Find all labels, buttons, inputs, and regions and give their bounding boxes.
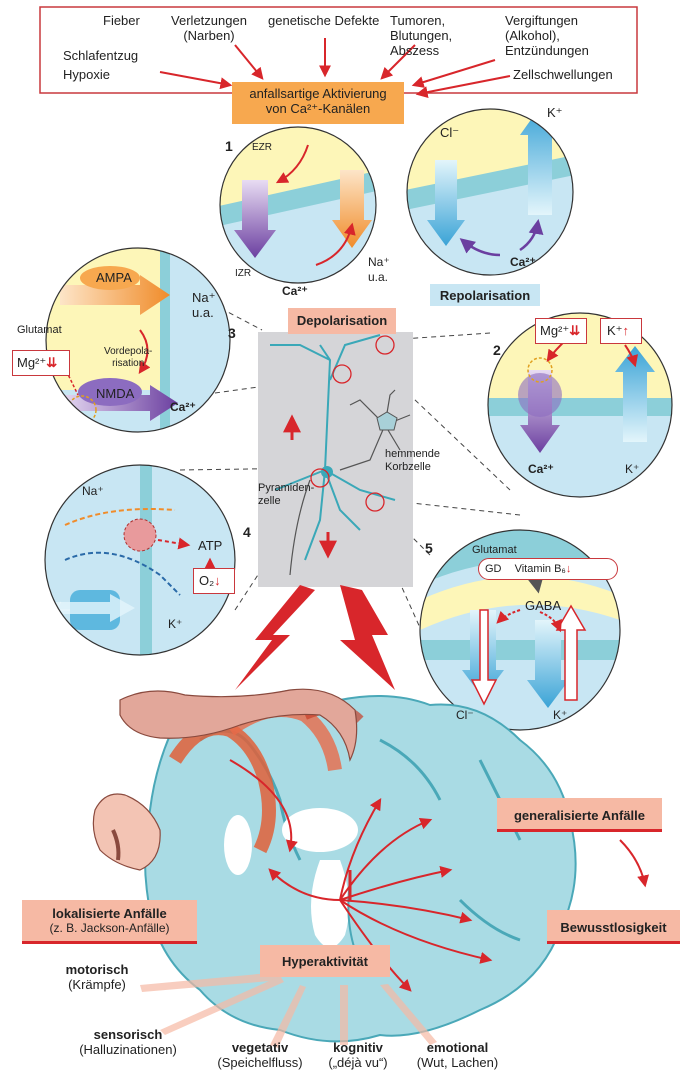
- panel3-circle: [45, 248, 240, 440]
- motorisch-block: motorisch (Krämpfe): [52, 962, 142, 992]
- emotional-sub: (Wut, Lachen): [405, 1055, 510, 1070]
- panel4-number: 4: [243, 524, 251, 540]
- panel2-number: 2: [493, 342, 501, 358]
- panel3-nmda: NMDA: [96, 386, 134, 401]
- panel3-vordepol: Vordepola- risation: [104, 346, 152, 370]
- depolarisation-label: Depolarisation: [288, 308, 396, 334]
- cause-zellschwellungen: Zellschwellungen: [513, 67, 613, 82]
- panel1b-circle: [405, 105, 575, 280]
- decrease-arrows-icon: ⇊: [569, 323, 580, 338]
- panel5-vitamin: Vitamin B₆: [515, 563, 566, 575]
- kognitiv-label: kognitiv: [318, 1040, 398, 1055]
- panel3-mg: Mg²⁺: [17, 355, 46, 370]
- repolarisation-label: Repolarisation: [430, 284, 540, 306]
- panel3-number: 3: [228, 325, 236, 341]
- lokalisiert-sub: (z. B. Jackson-Anfälle): [22, 921, 197, 936]
- bewusstlos-label: Bewusstlosigkeit: [547, 910, 680, 944]
- panel1-number: 1: [225, 138, 233, 154]
- cause-schlafentzug: Schlafentzug: [63, 48, 138, 63]
- kognitiv-sub: („déjà vu“): [318, 1055, 398, 1070]
- panel1-izr: IZR: [235, 268, 251, 279]
- panel1-na: Na⁺ u.a.: [368, 255, 390, 285]
- panel3-na: Na⁺ u.a.: [192, 290, 215, 320]
- emotional-block: emotional (Wut, Lachen): [405, 1040, 510, 1070]
- panel5-glutamat: Glutamat: [472, 544, 517, 556]
- cause-vergiftungen: Vergiftungen (Alkohol), Entzündungen: [505, 13, 605, 58]
- repol-cl: Cl⁻: [440, 125, 459, 141]
- panel5-number: 5: [425, 540, 433, 556]
- emotional-label: emotional: [405, 1040, 510, 1055]
- motorisch-label: motorisch: [52, 962, 142, 977]
- panel2-k-box: K⁺↑: [600, 318, 642, 344]
- korbzelle-label: hemmende Korbzelle: [385, 448, 440, 474]
- decrease-arrow-icon: ↓: [566, 563, 572, 575]
- panel3-ampa: AMPA: [96, 270, 132, 285]
- generalisiert-label: generalisierte Anfälle: [497, 798, 662, 832]
- panel5-enzyme-box: GD Vitamin B₆↓: [478, 558, 618, 580]
- cause-verletzungen: Verletzungen (Narben): [163, 13, 255, 43]
- panel4-o2-box: O₂↓: [193, 568, 235, 594]
- panel3-glutamat: Glutamat: [17, 324, 62, 336]
- sensorisch-label: sensorisch: [68, 1027, 188, 1042]
- motorisch-sub: (Krämpfe): [52, 977, 142, 992]
- panel5-gaba: GABA: [525, 598, 561, 613]
- cause-tumoren: Tumoren, Blutungen, Abszess: [390, 13, 470, 58]
- brain-graphic: [145, 690, 576, 1041]
- hyperaktivitaet-label: Hyperaktivität: [260, 945, 390, 977]
- panel4-k: K⁺: [168, 617, 182, 631]
- cause-genetisch: genetische Defekte: [268, 13, 379, 28]
- activation-box: anfallsartige Aktivierung von Ca²⁺-Kanäl…: [232, 82, 404, 124]
- panel4-na: Na⁺: [82, 484, 104, 498]
- decrease-arrows-icon: ⇊: [46, 355, 57, 370]
- sensorisch-block: sensorisch (Halluzinationen): [68, 1027, 188, 1057]
- kognitiv-block: kognitiv („déjà vu“): [318, 1040, 398, 1070]
- cause-fieber: Fieber: [103, 13, 140, 28]
- increase-arrow-icon: ↑: [623, 323, 630, 338]
- panel2-mg: Mg²⁺: [540, 323, 569, 338]
- panel2-k: K⁺: [607, 323, 623, 338]
- panel3-mg-box: Mg²⁺⇊: [12, 350, 70, 376]
- panel3-ca: Ca²⁺: [170, 400, 196, 414]
- panel1-ca: Ca²⁺: [282, 284, 308, 298]
- vegetativ-label: vegetativ: [205, 1040, 315, 1055]
- cause-hypoxie: Hypoxie: [63, 67, 110, 82]
- lokalisiert-box: lokalisierte Anfälle (z. B. Jackson-Anfä…: [22, 900, 197, 944]
- panel5-cl: Cl⁻: [456, 708, 474, 722]
- panel5-k: K⁺: [553, 708, 567, 722]
- pyramidenzelle-label: Pyramiden- zelle: [258, 482, 314, 508]
- vegetativ-sub: (Speichelfluss): [205, 1055, 315, 1070]
- panel2-ca: Ca²⁺: [528, 462, 554, 476]
- panel4-atp: ATP: [198, 538, 222, 553]
- lokalisiert-label: lokalisierte Anfälle: [22, 906, 197, 921]
- sensorisch-sub: (Halluzinationen): [68, 1042, 188, 1057]
- repol-k: K⁺: [547, 105, 563, 121]
- panel4-o2: O₂: [199, 573, 214, 588]
- repol-ca: Ca²⁺: [510, 255, 536, 269]
- panel5-gd: GD: [485, 563, 502, 575]
- panel1-ezr: EZR: [252, 142, 272, 153]
- lightning-bolts: [235, 585, 395, 690]
- decrease-arrow-icon: ↓: [214, 573, 221, 588]
- panel2-k2: K⁺: [625, 462, 639, 476]
- panel2-mg-box: Mg²⁺⇊: [535, 318, 587, 344]
- panel4-circle: [40, 460, 240, 660]
- vegetativ-block: vegetativ (Speichelfluss): [205, 1040, 315, 1070]
